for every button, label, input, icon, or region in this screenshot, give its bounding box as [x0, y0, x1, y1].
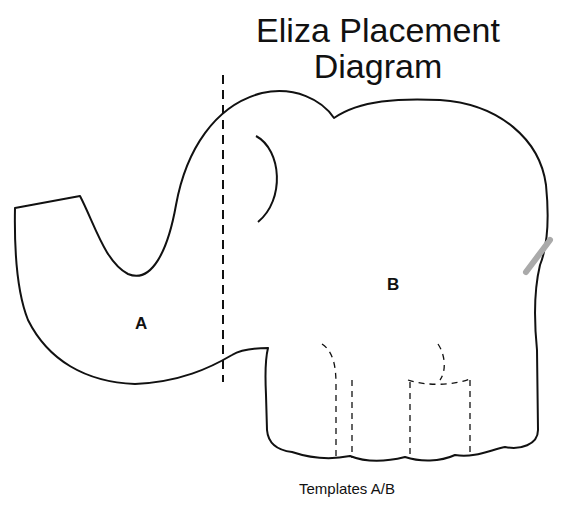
elephant-outline: [15, 91, 548, 460]
diagram-title: Eliza Placement Diagram: [213, 12, 543, 84]
tail: [526, 240, 550, 272]
diagram-caption: Templates A/B: [299, 480, 395, 497]
leg-lines: [322, 344, 472, 458]
ear-line: [256, 136, 277, 222]
template-label: A: [135, 314, 147, 334]
template-label: B: [387, 275, 399, 295]
split-line: [222, 75, 224, 382]
